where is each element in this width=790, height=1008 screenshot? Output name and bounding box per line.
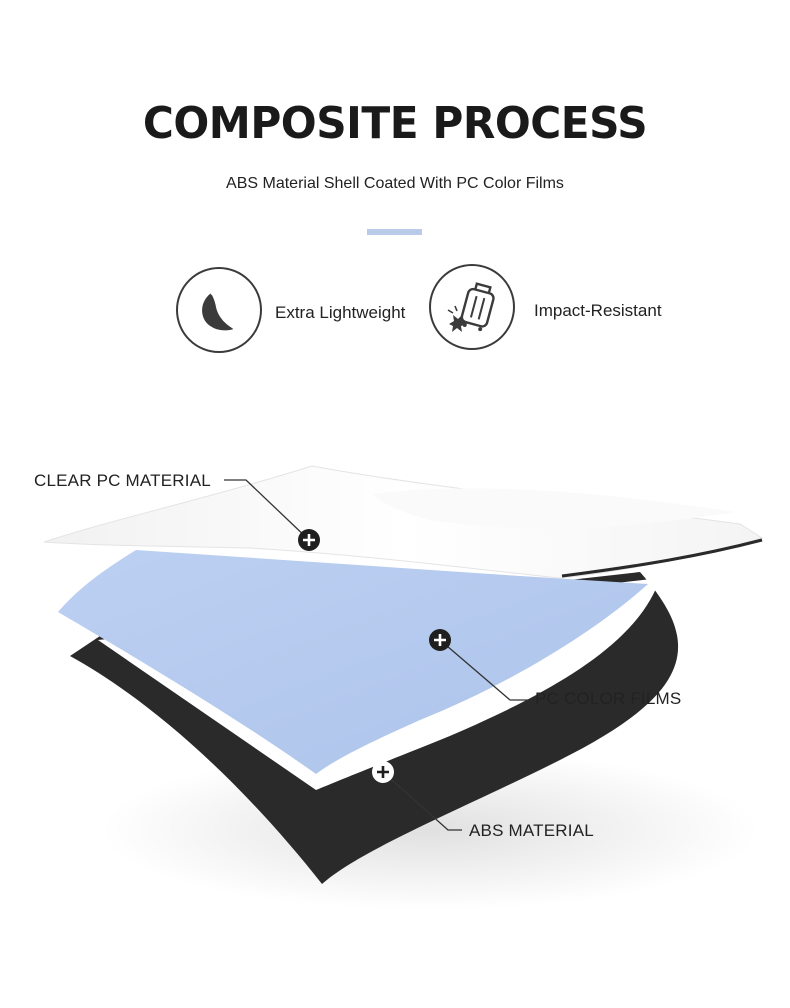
label-pc-color-films: PC COLOR FILMS: [535, 689, 682, 708]
plus-icon: [429, 629, 451, 651]
leaf-icon: [202, 292, 236, 331]
plus-icon: [298, 529, 320, 551]
feature-lightweight-label: Extra Lightweight: [275, 303, 406, 322]
callout-line-abs: [382, 771, 462, 831]
page-title: COMPOSITE PROCESS: [142, 98, 648, 149]
callout-line-pc-films: [439, 639, 528, 701]
pc-color-films-layer: [58, 550, 648, 774]
suitcase-impact-icon: [447, 282, 495, 332]
callout-line-clear-pc: [224, 479, 310, 541]
feature-impact-label: Impact-Resistant: [534, 301, 662, 320]
label-abs-material: ABS MATERIAL: [469, 821, 594, 840]
feature-lightweight-badge: [176, 267, 262, 353]
accent-divider: [367, 229, 422, 235]
label-clear-pc-material: CLEAR PC MATERIAL: [34, 471, 211, 490]
page-subtitle: ABS Material Shell Coated With PC Color …: [226, 175, 564, 192]
feature-impact-badge: [429, 264, 515, 350]
plus-icon: [372, 761, 394, 783]
